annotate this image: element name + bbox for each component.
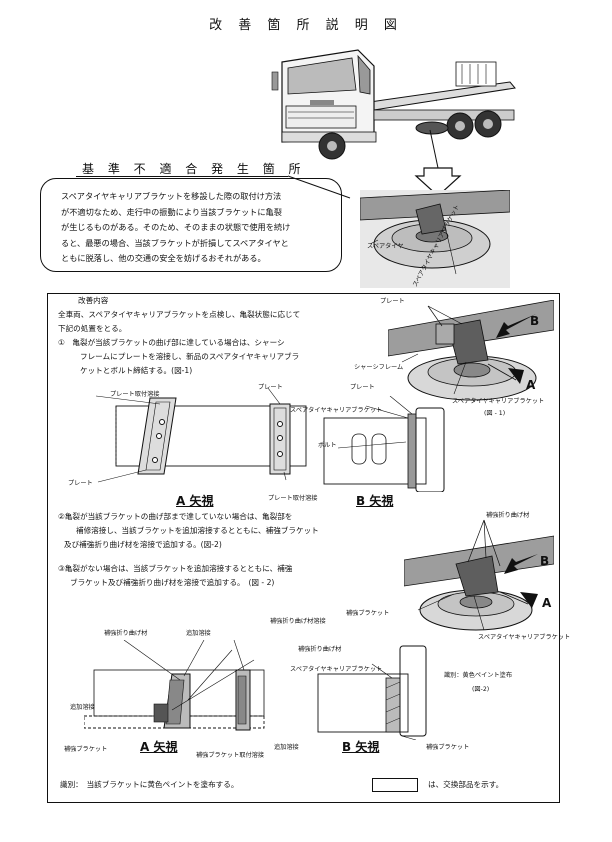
item3-line: ブラケット及び補強折り曲げ材を溶接で追加する。 (図 - 2) (70, 577, 275, 587)
fig2-reinforce-right: 補強ブラケット (426, 744, 470, 751)
fig1-perspective (388, 300, 554, 401)
fig2-perspective (404, 519, 554, 631)
fig1-plate-right-label: プレート (350, 384, 375, 391)
warning-line: スペアタイヤキャリアブラケットを移設した際の取付け方法 (61, 191, 282, 201)
connector-lines (287, 129, 462, 199)
fig2-add-weld-left: 追加溶接 (70, 704, 95, 711)
item1-line: ① 亀裂が当該ブラケットの曲げ部に達している場合は、シャーシ (58, 338, 285, 347)
fig1-b-view-caption: B 矢視 (356, 494, 394, 508)
fig1-chassis-label: シャーシフレーム (354, 364, 404, 371)
fig1-a-view-caption: A 矢視 (176, 494, 214, 508)
label-spare-tire: スペアタイヤ (367, 243, 404, 250)
item1-line: ケットとボルト締結する。(図-1) (80, 365, 193, 375)
fig1-bracket-label: スペアタイヤキャリアブラケット (452, 398, 545, 405)
fig2-a-view (84, 640, 265, 731)
fig2-carrier-label: スペアタイヤキャリアブラケット (478, 634, 571, 641)
item3-text: ③亀裂がない場合は、当該ブラケットを追加溶接するとともに、補強 ブラケット及び補… (58, 562, 358, 590)
fig2-fold-label: 補強折り曲げ材 (486, 512, 530, 519)
fig2-b-view-caption: B 矢視 (342, 740, 380, 754)
fig2-fold-left-label: 補強折り曲げ材 (104, 630, 148, 637)
item2-line: 及び補強折り曲げ材を溶接で追加する。(図-2) (64, 539, 222, 549)
fig1-plate-weld-label: プレート取付溶接 (110, 391, 160, 398)
fig2-fold-weld: 補強折り曲げ材溶接 (270, 618, 326, 625)
fig2-add-weld-bottom: 追加溶接 (274, 744, 299, 751)
fig2-add-weld-top: 追加溶接 (186, 630, 211, 637)
fig1-plate-weld-bottom: プレート取付溶接 (268, 495, 318, 502)
fig2-a-view-caption: A 矢視 (140, 740, 178, 754)
legend-swatch (372, 778, 418, 792)
truck-illustration (271, 49, 516, 160)
improvement-intro: 全車両、スペアタイヤキャリアブラケットを点検し、亀裂状態に応じて 下記の処置をと… (58, 308, 358, 336)
fig1-b-view (323, 396, 445, 492)
fig1-plate-left-label: プレート (68, 480, 93, 487)
item3-line: ③亀裂がない場合は、当該ブラケットを追加溶接するとともに、補強 (58, 564, 293, 573)
item1-text: ① 亀裂が当該ブラケットの曲げ部に達している場合は、シャーシ フレームにプレート… (58, 336, 358, 377)
occurrence-heading: 基 準 不 適 合 発 生 箇 所 (82, 162, 306, 176)
page-title: 改 善 箇 所 説 明 図 (209, 18, 403, 33)
fig1-a-view (95, 387, 307, 483)
item2-line: ②亀裂が当該ブラケットの曲げ部まで達していない場合は、亀裂部を (58, 512, 293, 521)
fig1-figure-label: (図 - 1) (484, 410, 506, 417)
fig2-b-mark: B (540, 554, 550, 568)
fig1-b-mark: B (530, 314, 540, 328)
footer-identification: 識別： 当該ブラケットに黄色ペイントを塗布する。 (60, 780, 239, 789)
intro-line: 下記の処置をとる。 (58, 323, 127, 333)
fig2-reinforce-left: 補強ブラケット (64, 746, 108, 753)
intro-line: 全車両、スペアタイヤキャリアブラケットを点検し、亀裂状態に応じて (58, 310, 301, 319)
fig1-bolt-label: ボルト (318, 442, 337, 449)
warning-line: が生じるものがある。そのため、そのままの状態で使用を続け (61, 222, 291, 233)
fig2-bracket-mid: スペアタイヤキャリアブラケット (290, 666, 383, 673)
heading-underline (76, 176, 288, 177)
item2-text: ②亀裂が当該ブラケットの曲げ部まで達していない場合は、亀裂部を 補修溶接し、当該… (58, 510, 358, 551)
warning-line: が不適切なため、走行中の振動により当該ブラケットに亀裂 (61, 206, 282, 217)
improvement-frame (47, 293, 560, 803)
warning-line: ると、最悪の場合、当該ブラケットが折損してスペアタイヤと (61, 237, 289, 248)
warning-box: スペアタイヤキャリアブラケットを移設した際の取付け方法 が不適切なため、走行中の… (40, 178, 342, 272)
fig1-bracket-right-label: スペアタイヤキャリアブラケット (290, 407, 383, 414)
fig2-identification: 識別：黄色ペイント塗布 (444, 672, 513, 679)
fig2-bracket-weld: 補強ブラケット取付溶接 (196, 752, 265, 759)
warning-line: ともに脱落し、他の交通の安全を妨げるおそれがある。 (61, 253, 266, 264)
fig2-figure-label: (図-2) (472, 686, 490, 693)
fig2-fold-mid: 補強折り曲げ材 (298, 646, 342, 653)
fig1-plate-top-label: プレート (258, 384, 283, 391)
spare-tire-detail (360, 190, 510, 288)
improvement-heading: 改善内容 (78, 296, 109, 305)
item1-line: フレームにプレートを溶接し、新品のスペアタイヤキャリアブラ (80, 351, 300, 361)
fig2-bracket-label: 補強ブラケット (346, 610, 390, 617)
item2-line: 補修溶接し、当該ブラケットを追加溶接するとともに、補強ブラケット (76, 525, 319, 535)
fig1-plate-label: プレート (380, 298, 405, 305)
footer-legend: は、交換部品を示す。 (428, 780, 504, 789)
fig2-a-mark: A (542, 596, 552, 610)
fig2-b-view (317, 645, 427, 740)
fig1-a-mark: A (526, 378, 536, 392)
